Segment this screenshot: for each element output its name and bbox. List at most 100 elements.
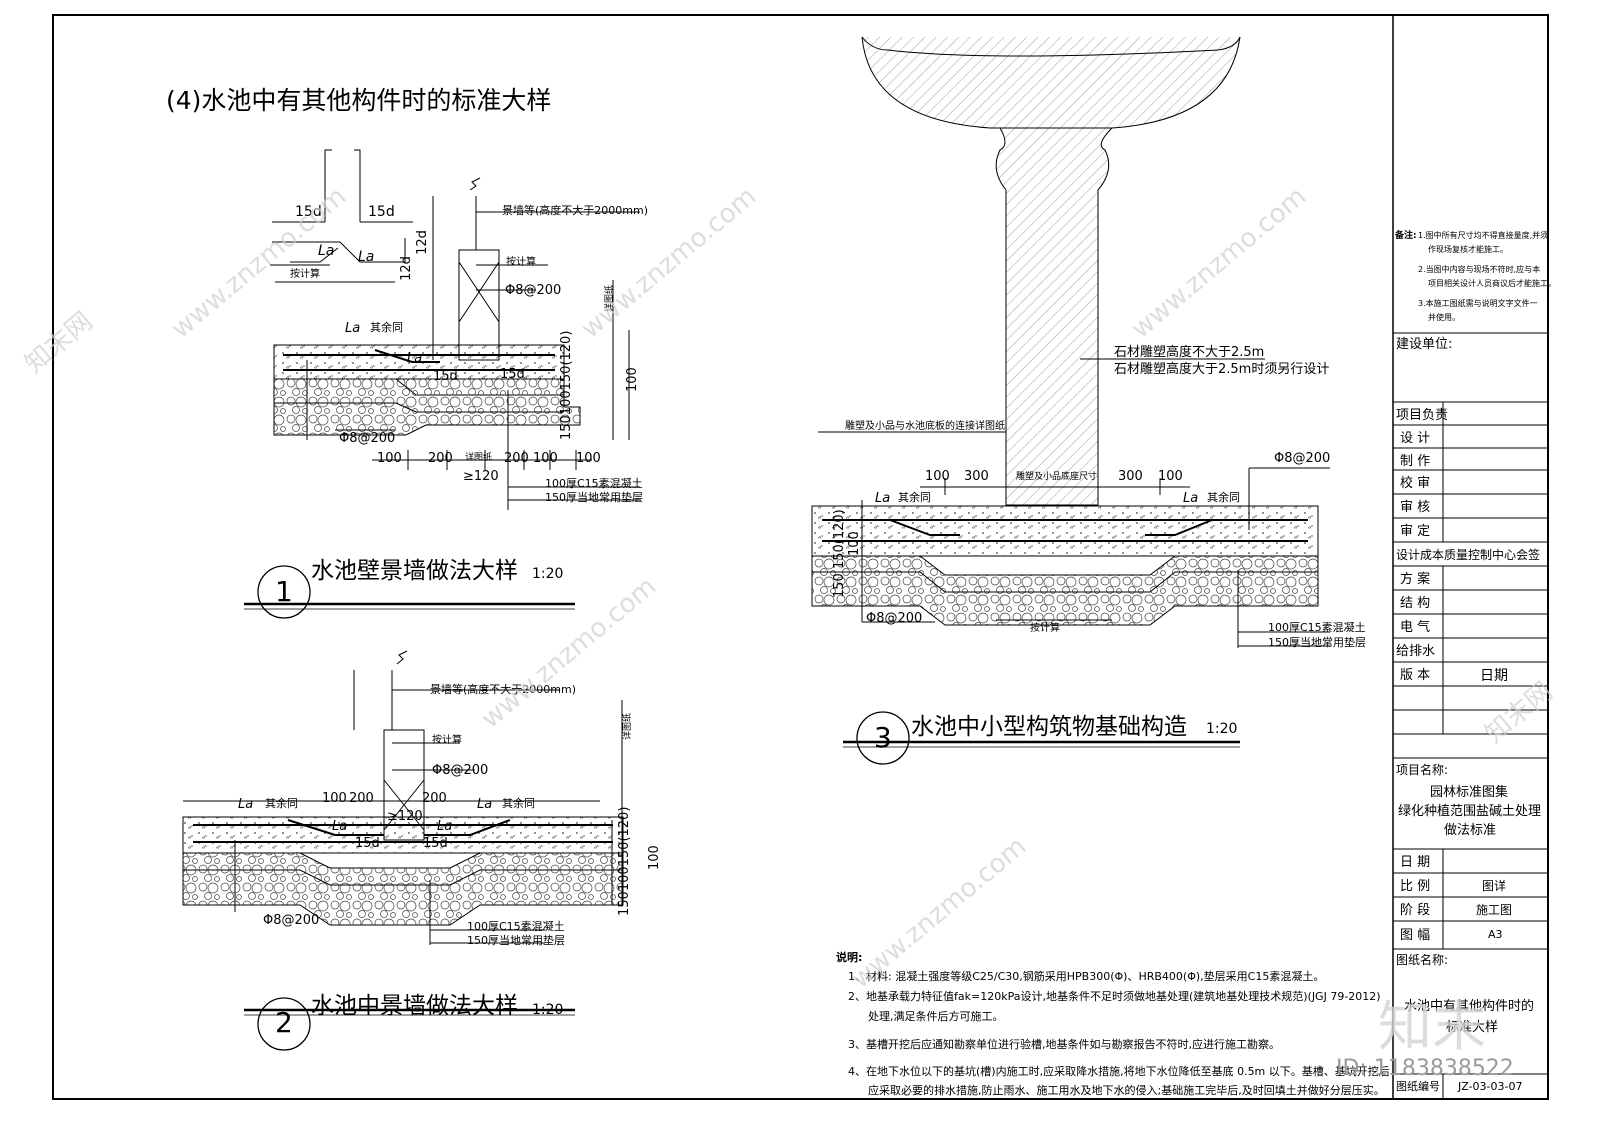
- tb-row-drafting: 制 作: [1400, 454, 1431, 469]
- d1-12d-a: 12d: [414, 230, 430, 255]
- d3-title: 水池中小型构筑物基础构造: [911, 714, 1187, 740]
- watermark-logo: 知末: [1378, 995, 1486, 1058]
- d1-15d-left: 15d: [295, 204, 322, 220]
- d2-number: 2: [275, 1006, 293, 1039]
- d3-stone-note-2: 石材雕塑高度大于2.5m时须另行设计: [1114, 362, 1330, 377]
- d1-dim-a: 100: [377, 451, 402, 466]
- tb-date-col-label: 日期: [1480, 668, 1508, 684]
- tb-row-plumbing: 给排水: [1396, 644, 1436, 659]
- notes-item-2: 2、地基承载力特征值fak=120kPa设计,地基条件不足时须做地基处理(建筑地…: [848, 990, 1381, 1003]
- d3-dims-vertical: 150 150(120): [832, 509, 847, 598]
- tb-row-review: 审 核: [1400, 500, 1431, 515]
- tb-row-electrical: 电 气: [1400, 620, 1431, 635]
- tb-sign-label: 设计成本质量控制中心会签: [1396, 548, 1541, 562]
- d3-la-left: La: [875, 491, 891, 506]
- tb-info-size-label: 图 幅: [1400, 928, 1431, 943]
- d3-stone-note-1: 石材雕塑高度不大于2.5m: [1114, 345, 1265, 360]
- notes-item-3: 处理,满足条件后方可施工。: [868, 1010, 1004, 1023]
- d3-dim-100a: 100: [925, 469, 950, 484]
- tb-row-scheme: 方 案: [1400, 572, 1431, 587]
- d3-dim-300a: 300: [964, 469, 989, 484]
- tb-drawing-name-line-1: 水池中有其他构件时的: [1404, 999, 1535, 1014]
- tb-remark-2: 作现场复核才能施工。: [1428, 245, 1508, 254]
- d2-other-left: 其余同: [265, 797, 298, 810]
- watermark-id: ID: 1183838522: [1336, 1056, 1514, 1081]
- tb-drawing-name-label: 图纸名称:: [1396, 953, 1449, 967]
- d3-size-note: 雕塑及小品底座尺寸: [1016, 472, 1098, 482]
- tb-remark-1: 1.图中所有尺寸均不得直接量度,并须: [1418, 231, 1549, 240]
- d2-dim-100-v: 100: [647, 845, 662, 870]
- tb-info-scale-label: 比 例: [1400, 879, 1431, 894]
- d2-dims-vertical: 150100150(120): [617, 806, 632, 916]
- d3-dim-300b: 300: [1118, 469, 1143, 484]
- tb-project-line-1: 园林标准图集: [1430, 785, 1509, 800]
- d1-dims-vertical: 150100150(120): [559, 330, 574, 440]
- detail-2-marker: [257, 997, 311, 1051]
- d2-wall-note: 景墙等(高度不大于2000mm): [430, 683, 577, 696]
- d1-rebar-top: Φ8@200: [505, 283, 562, 298]
- tb-row-check: 校 审: [1400, 476, 1431, 491]
- tb-info-stage-label: 阶 段: [1400, 903, 1431, 918]
- tb-project-label: 项目名称:: [1396, 763, 1449, 777]
- d3-calc: 按计算: [1030, 623, 1060, 634]
- detail-3-drawing: [811, 36, 1330, 648]
- title-block-grid: [1393, 332, 1548, 1099]
- d1-c15: 100厚C15素混凝土: [545, 477, 643, 490]
- d2-scale: 1:20: [532, 1002, 564, 1018]
- tb-drawing-no: JZ-03-03-07: [1458, 1080, 1523, 1093]
- d1-rebar-bottom: Φ8@200: [339, 431, 396, 446]
- d2-cushion: 150厚当地常用垫层: [467, 934, 565, 947]
- d1-calc-1: 按计算: [290, 269, 320, 280]
- tb-project-line-3: 做法标准: [1444, 823, 1497, 838]
- tb-row-project-lead: 项目负责: [1396, 408, 1449, 423]
- tb-drawing-no-label: 图纸编号: [1396, 1080, 1440, 1093]
- notes-item-5: 4、在地下水位以下的基坑(槽)内施工时,应采取降水措施,将地下水位降低至基底 0…: [848, 1065, 1390, 1078]
- d3-conn-note: 雕塑及小品与水池底板的连接详图纸: [845, 421, 1005, 432]
- d1-dim-d: 200: [504, 451, 529, 466]
- tb-row-approve: 审 定: [1400, 524, 1431, 539]
- tb-drawing-name-line-2: 标准大样: [1446, 1020, 1499, 1035]
- d1-15d-c: 15d: [433, 369, 458, 384]
- tb-remarks-label: 备注:: [1395, 231, 1417, 241]
- d1-cushion: 150厚当地常用垫层: [545, 491, 643, 504]
- d2-dim-200b: 200: [422, 791, 447, 806]
- d2-title: 水池中景墙做法大样: [311, 993, 518, 1019]
- d1-number: 1: [275, 575, 293, 608]
- d1-ge120: ≥120: [463, 469, 499, 484]
- d3-c15: 100厚C15素混凝土: [1268, 621, 1366, 634]
- d1-la-1: La: [318, 243, 335, 259]
- d2-c15: 100厚C15素混凝土: [467, 920, 565, 933]
- d3-scale: 1:20: [1206, 721, 1238, 737]
- d2-rebar-top: Φ8@200: [432, 763, 489, 778]
- d3-la-right: La: [1183, 491, 1199, 506]
- d3-dim-100b: 100: [1158, 469, 1183, 484]
- tb-remark-4: 项目相关设计人员商议后才能施工。: [1428, 279, 1556, 288]
- tb-remark-3: 2.当图中内容与现场不符时,应与本: [1418, 265, 1541, 274]
- detail-2-drawing: [182, 650, 624, 945]
- d2-la-a: La: [332, 819, 348, 834]
- tb-info-scale-value: 图详: [1482, 879, 1507, 893]
- d1-wall-note: 景墙等(高度不大于2000mm): [502, 204, 649, 217]
- d1-la-other: La: [345, 321, 361, 336]
- d1-12d-b: 12d: [398, 256, 414, 281]
- tb-version-label: 版 本: [1400, 668, 1431, 683]
- d1-title: 水池壁景墙做法大样: [311, 558, 518, 584]
- d2-rebar-bottom: Φ8@200: [263, 913, 320, 928]
- d1-scale: 1:20: [532, 566, 564, 582]
- tb-row-design: 设 计: [1400, 431, 1431, 446]
- detail-1-marker: [257, 565, 311, 619]
- d3-number: 3: [874, 721, 892, 754]
- tb-client-label: 建设单位:: [1396, 337, 1453, 352]
- detail-3-marker: [856, 711, 910, 765]
- d2-dim-100: 100: [322, 791, 347, 806]
- d3-other-left: 其余同: [898, 491, 931, 504]
- tb-row-structure: 结 构: [1400, 596, 1431, 611]
- d1-dim-100-v: 100: [625, 367, 640, 392]
- d3-rebar-right: Φ8@200: [1274, 451, 1331, 466]
- d1-15d-d: 15d: [500, 367, 525, 382]
- d3-rebar-bottom: Φ8@200: [866, 611, 923, 626]
- tb-info-size-value: A3: [1488, 928, 1503, 941]
- d1-dim-b: 200: [428, 451, 453, 466]
- d2-dim-200: 200: [349, 791, 374, 806]
- d1-la-2: La: [358, 249, 375, 265]
